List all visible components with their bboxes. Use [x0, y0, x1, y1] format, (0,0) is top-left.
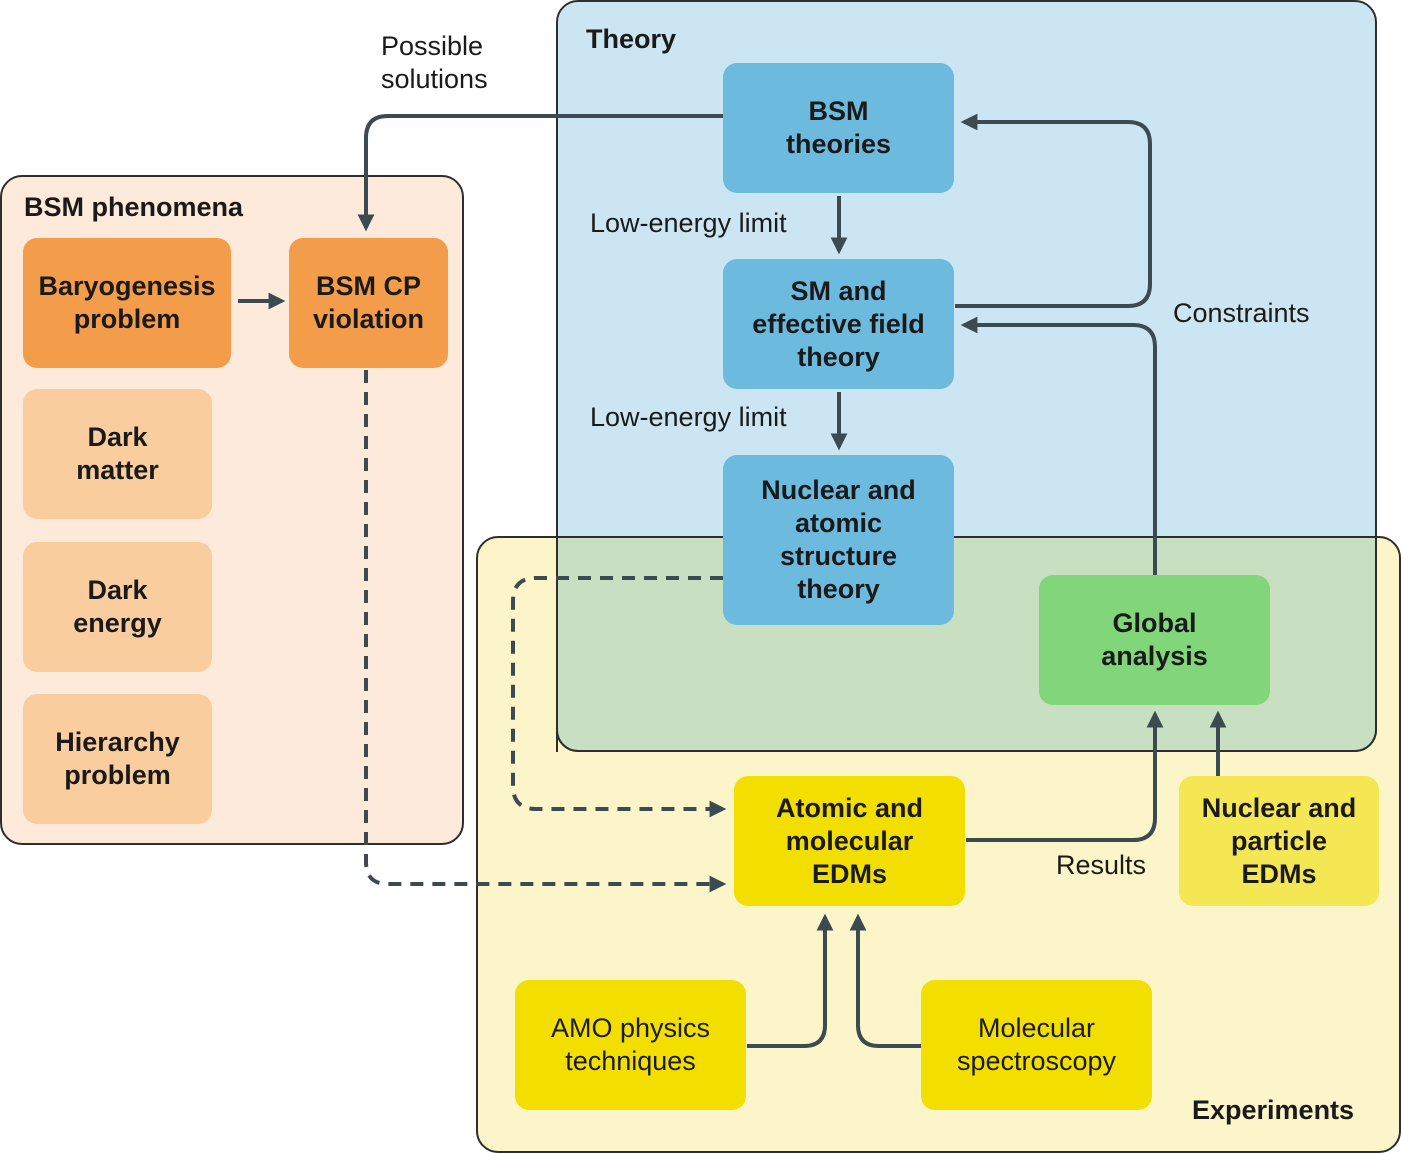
low-energy-limit-label-1: Low-energy limit — [590, 208, 787, 238]
experiments-top-border — [556, 536, 1377, 538]
results-label: Results — [1056, 850, 1147, 880]
dark-energy-node: Dark energy — [23, 542, 212, 672]
dark-matter-node: Dark matter — [23, 389, 212, 519]
nuclear-atomic-structure-node: Nuclear and atomic structure theory — [723, 455, 954, 625]
bsm-theories-node: BSM theories — [723, 63, 954, 193]
nuclear-particle-edms-node: Nuclear and particle EDMs — [1179, 776, 1379, 906]
molecular-spectroscopy-node: Molecular spectroscopy — [921, 980, 1152, 1110]
hierarchy-problem-node: Hierarchy problem — [23, 694, 212, 824]
theory-title: Theory — [586, 24, 677, 54]
low-energy-limit-label-2: Low-energy limit — [590, 402, 787, 432]
possible-solutions-label: Possible solutions — [381, 31, 488, 94]
bsm-phenomena-title: BSM phenomena — [24, 192, 244, 222]
atomic-molecular-edms-node: Atomic and molecular EDMs — [734, 776, 965, 906]
experiments-title: Experiments — [1192, 1095, 1355, 1125]
amo-physics-techniques-node: AMO physics techniques — [515, 980, 746, 1110]
constraints-label: Constraints — [1173, 298, 1310, 328]
experiments-left-border — [556, 536, 558, 752]
global-analysis-node: Global analysis — [1039, 575, 1270, 705]
baryogenesis-problem-node: Baryogenesis problem — [23, 238, 231, 368]
sm-eft-node: SM and effective field theory — [723, 259, 954, 389]
bsm-cp-violation-node: BSM CP violation — [289, 238, 448, 368]
